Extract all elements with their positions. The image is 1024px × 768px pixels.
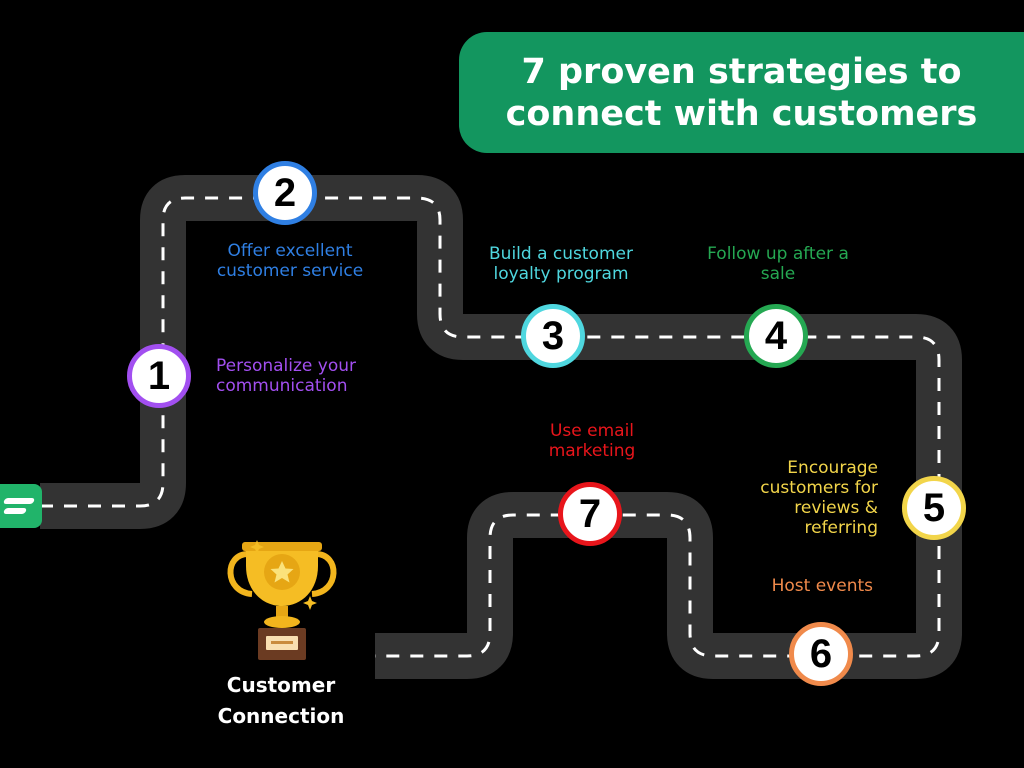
step-6-number: 6 bbox=[809, 631, 833, 676]
trophy-icon bbox=[222, 536, 342, 662]
step-1-label-line-1: Personalize your bbox=[216, 356, 357, 376]
step-6-label-line-1: Host events bbox=[771, 576, 873, 596]
step-3-circle: 3 bbox=[521, 304, 585, 368]
step-7-label-line-1: Use email bbox=[549, 421, 635, 441]
goal-label-line-2: Connection bbox=[217, 704, 345, 728]
step-5-circle: 5 bbox=[902, 476, 966, 540]
step-1-circle: 1 bbox=[127, 344, 191, 408]
step-4-label: Follow up after a sale bbox=[688, 244, 868, 284]
step-4-label-line-2: sale bbox=[760, 264, 796, 284]
goal-label: Customer Connection bbox=[200, 670, 362, 732]
step-3-label: Build a customer loyalty program bbox=[471, 244, 651, 284]
step-7-number: 7 bbox=[578, 491, 602, 536]
step-3-label-line-2: loyalty program bbox=[493, 264, 629, 284]
step-4-circle: 4 bbox=[744, 304, 808, 368]
step-5-label: Encourage customers for reviews & referr… bbox=[718, 458, 878, 538]
step-2-label-line-1: Offer excellent bbox=[227, 241, 353, 261]
step-4-label-line-1: Follow up after a bbox=[707, 244, 849, 264]
step-5-label-line-3: reviews & bbox=[794, 498, 878, 518]
step-3-number: 3 bbox=[541, 313, 565, 358]
title-line-2: connect with customers bbox=[505, 93, 978, 134]
step-7-label-line-2: marketing bbox=[548, 441, 636, 461]
step-6-label: Host events bbox=[718, 576, 873, 596]
step-7-label: Use email marketing bbox=[512, 421, 672, 461]
brand-logo-icon bbox=[0, 484, 42, 528]
step-1-label: Personalize your communication bbox=[216, 356, 356, 396]
step-3-label-line-1: Build a customer bbox=[489, 244, 633, 264]
title-line-1: 7 proven strategies to bbox=[521, 51, 962, 92]
step-2-circle: 2 bbox=[253, 161, 317, 225]
step-5-label-line-2: customers for bbox=[760, 478, 878, 498]
step-5-number: 5 bbox=[922, 485, 946, 530]
step-1-label-line-2: communication bbox=[216, 376, 348, 396]
step-5-label-line-1: Encourage bbox=[787, 458, 878, 478]
step-2-label: Offer excellent customer service bbox=[200, 241, 380, 281]
step-5-label-line-4: referring bbox=[804, 518, 879, 538]
goal-label-line-1: Customer bbox=[226, 673, 336, 697]
step-2-label-line-2: customer service bbox=[216, 261, 364, 281]
step-6-circle: 6 bbox=[789, 622, 853, 686]
title-banner: 7 proven strategies to connect with cust… bbox=[459, 32, 1024, 153]
step-7-circle: 7 bbox=[558, 482, 622, 546]
step-2-number: 2 bbox=[273, 170, 297, 215]
step-1-number: 1 bbox=[147, 353, 171, 398]
step-4-number: 4 bbox=[764, 313, 788, 358]
